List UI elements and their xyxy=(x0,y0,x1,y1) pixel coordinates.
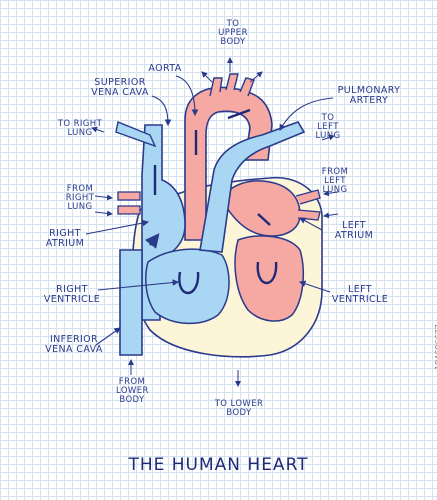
label-to-right-lung: TO RIGHT LUNG xyxy=(57,119,103,138)
pulmonary-artery-shape xyxy=(199,121,306,253)
label-to-lower-body: TO LOWER BODY xyxy=(214,399,264,418)
label-from-right-lung: FROM RIGHT LUNG xyxy=(65,184,95,212)
inferior-vena-cava-shape xyxy=(119,249,143,356)
pulmonary-branch-right xyxy=(115,121,157,148)
aorta-shape xyxy=(184,86,273,241)
label-aorta: AORTA xyxy=(148,63,182,74)
leader-lines xyxy=(85,75,334,346)
label-inferior-vena-cava: INFERIOR VENA CAVA xyxy=(45,334,103,355)
pulmonary-veins-right xyxy=(117,191,141,215)
page-title: THE HUMAN HEART xyxy=(128,455,309,475)
label-to-left-lung: TO LEFT LUNG xyxy=(315,113,341,141)
aortic-branches xyxy=(209,73,255,97)
right-ventricle-shape xyxy=(145,248,230,325)
label-superior-vena-cava: SUPERIOR VENA CAVA xyxy=(91,77,149,98)
label-right-atrium: RIGHT ATRIUM xyxy=(45,228,85,249)
flow-arrows xyxy=(150,108,278,295)
left-ventricle-shape xyxy=(234,235,305,322)
label-to-upper-body: TO UPPER BODY xyxy=(218,19,248,47)
label-left-ventricle: LEFT VENTRICLE xyxy=(331,284,389,305)
label-left-atrium: LEFT ATRIUM xyxy=(334,220,374,241)
label-pulmonary-artery: PULMONARY ARTERY xyxy=(337,85,401,106)
label-right-ventricle: RIGHT VENTRICLE xyxy=(43,284,101,305)
label-from-left-lung: FROM LEFT LUNG xyxy=(321,167,349,195)
label-from-lower-body: FROM LOWER BODY xyxy=(116,377,149,405)
direction-arrows xyxy=(91,57,339,387)
pulmonary-veins-left xyxy=(295,189,321,221)
